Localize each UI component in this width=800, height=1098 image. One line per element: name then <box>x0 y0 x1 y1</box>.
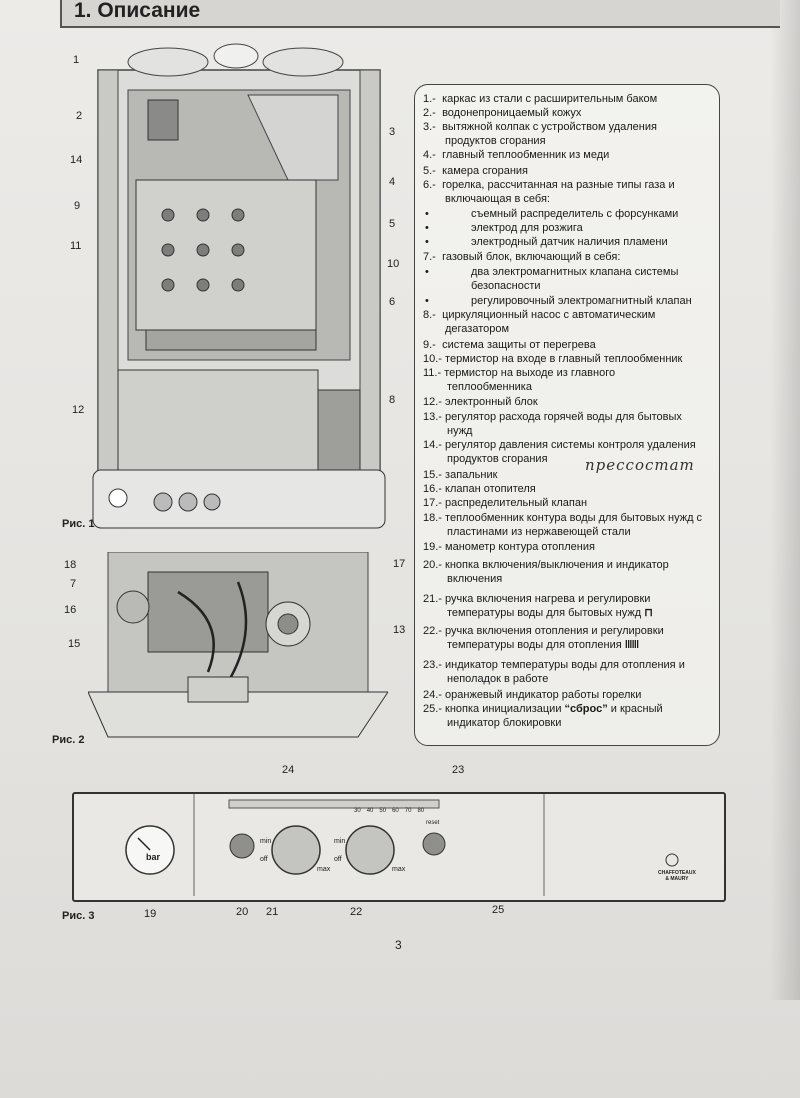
callout-17: 17 <box>393 558 406 570</box>
knob22-off: off <box>334 856 342 863</box>
callout-18: 18 <box>64 559 77 571</box>
desc-item-14: 14.- регулятор давления системы контроля… <box>423 439 696 451</box>
desc-item-15: 15.- запальник <box>423 469 498 481</box>
desc-item-5: 5.- камера сгорания <box>423 165 529 177</box>
callout-8: 8 <box>389 394 396 406</box>
desc-item-24: 24.- оранжевый индикатор работы горелки <box>423 689 642 701</box>
callout-11: 11 <box>70 240 82 252</box>
callout-13: 13 <box>393 624 406 636</box>
desc-item-16: 16.- клапан отопителя <box>423 483 536 495</box>
desc-sub6-1: •съемный распределитель с форсунками <box>425 208 679 220</box>
page-shadow <box>770 0 800 1000</box>
page-number: 3 <box>395 938 402 952</box>
callout-10: 10 <box>387 258 400 270</box>
desc-sub7-1: •два электромагнитных клапана системы <box>425 266 679 278</box>
desc-sub6-2: •электрод для розжига <box>425 222 583 234</box>
callout-19: 19 <box>144 908 157 920</box>
radiator-icon: ǁǁǁ <box>624 639 639 651</box>
figure-2-components-illustration <box>88 552 388 738</box>
callout-12: 12 <box>72 404 85 416</box>
desc-item-10: 10.- термистор на входе в главный теплоо… <box>423 353 683 365</box>
desc-item-25: 25.- кнопка инициализации “сброс” и крас… <box>423 703 663 715</box>
desc-item-21: 21.- ручка включения нагрева и регулиров… <box>423 593 651 605</box>
desc-item-6-cont: включающая в себя: <box>445 193 550 205</box>
callout-7: 7 <box>70 578 77 590</box>
desc-item-18-cont: пластинами из нержавеющей стали <box>447 526 631 538</box>
gauge-label: bar <box>146 852 161 862</box>
desc-sub7-1-cont: безопасности <box>471 280 541 292</box>
callout-14: 14 <box>70 154 83 166</box>
desc-item-8-cont: дегазатором <box>445 323 510 335</box>
callout-20: 20 <box>236 906 249 918</box>
figure-1-caption: Рис. 1 <box>62 518 95 530</box>
section-title: 1. Описание <box>74 0 201 22</box>
desc-item-22-cont: температуры воды для отопления ǁǁǁ <box>447 639 639 651</box>
desc-item-23: 23.- индикатор температуры воды для отоп… <box>423 659 685 671</box>
desc-item-22: 22.- ручка включения отопления и регулир… <box>423 625 664 637</box>
callout-24: 24 <box>282 764 295 776</box>
figure-2-caption: Рис. 2 <box>52 734 85 746</box>
callout-22: 22 <box>350 906 363 918</box>
callout-5: 5 <box>389 218 396 230</box>
desc-item-9: 9.- система защиты от перегрева <box>423 339 596 351</box>
desc-item-17: 17.- распределительный клапан <box>423 497 588 509</box>
desc-item-7: 7.- газовый блок, включающий в себя: <box>423 251 621 263</box>
callout-1: 1 <box>73 54 80 66</box>
knob21-min: min <box>260 838 272 845</box>
desc-item-6: 6.- горелка, рассчитанная на разные типы… <box>423 179 675 191</box>
desc-item-20-cont: включения <box>447 573 503 585</box>
callout-6: 6 <box>389 296 396 308</box>
callout-16: 16 <box>64 604 77 616</box>
brand-logo: CHAFFOTEAUX& MAURY <box>658 870 696 882</box>
knob21-off: off <box>260 856 268 863</box>
desc-item-13: 13.- регулятор расхода горячей воды для … <box>423 411 682 423</box>
desc-item-3-cont: продуктов сгорания <box>445 135 546 147</box>
desc-item-8: 8.- циркуляционный насос с автоматически… <box>423 309 656 321</box>
callout-9: 9 <box>74 200 81 212</box>
desc-item-11-cont: теплообменника <box>447 381 532 393</box>
desc-item-14-cont: продуктов сгорания <box>447 453 548 465</box>
desc-item-4: 4.- главный теплообменник из меди <box>423 149 610 161</box>
callout-2: 2 <box>76 110 83 122</box>
desc-item-19: 19.- манометр контура отопления <box>423 541 595 553</box>
reset-label: reset <box>426 820 440 826</box>
desc-item-1: 1.- каркас из стали с расширительным бак… <box>423 93 658 105</box>
callout-23: 23 <box>452 764 465 776</box>
callout-3: 3 <box>389 126 396 138</box>
figure-3-caption: Рис. 3 <box>62 910 95 922</box>
knob21-max: max <box>317 866 331 873</box>
tap-icon: ⊓ <box>644 607 653 619</box>
desc-item-23-cont: неполадок в работе <box>447 673 549 685</box>
desc-item-3: 3.- вытяжной колпак с устройством удален… <box>423 121 657 133</box>
desc-sub7-2: •регулировочный электромагнитный клапан <box>425 295 692 307</box>
handwritten-note: прессостат <box>585 456 695 474</box>
desc-sub6-3: •электродный датчик наличия пламени <box>425 236 668 248</box>
callout-4: 4 <box>389 176 396 188</box>
control-panel-illustration <box>125 794 679 896</box>
callout-21: 21 <box>266 906 279 918</box>
desc-item-21-cont: температуры воды для бытовых нужд ⊓ <box>447 607 653 619</box>
callout-25: 25 <box>492 904 505 916</box>
desc-item-11: 11.- термистор на выходе из главного <box>423 367 616 379</box>
callout-15: 15 <box>68 638 81 650</box>
desc-item-12: 12.- электронный блок <box>423 396 538 408</box>
desc-item-25-cont: индикатор блокировки <box>447 717 562 729</box>
knob22-min: min <box>334 838 346 845</box>
section-header-bar <box>60 0 780 28</box>
desc-item-18: 18.- теплообменник контура воды для быто… <box>423 512 703 524</box>
description-box: 1.- каркас из стали с расширительным бак… <box>414 84 720 746</box>
knob22-max: max <box>392 866 406 873</box>
desc-item-2: 2.- водонепроницаемый кожух <box>423 107 582 119</box>
desc-item-13-cont: нужд <box>447 425 473 437</box>
desc-item-20: 20.- кнопка включения/выключения и индик… <box>423 559 669 571</box>
figure-1-boiler-illustration <box>92 43 386 529</box>
